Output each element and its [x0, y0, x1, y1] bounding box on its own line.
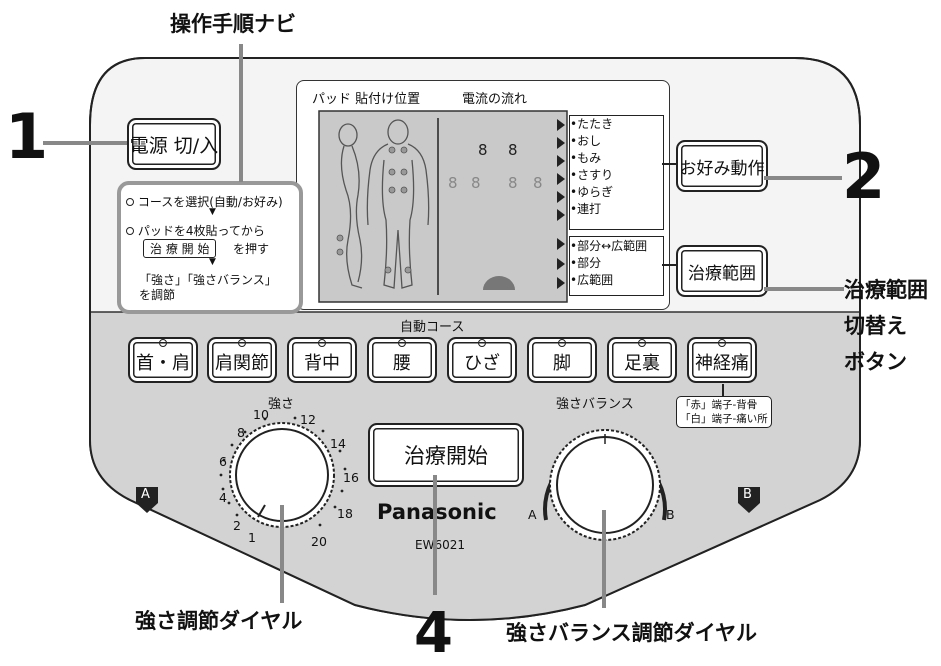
nav-step-3a: 「強さ」「強さバランス」: [139, 273, 277, 287]
intensity-tick: 16: [343, 470, 359, 485]
start-treatment-button[interactable]: 治療開始: [368, 423, 524, 487]
range-item: •部分↔広範囲: [570, 239, 648, 253]
intensity-scale-dots: [219, 416, 347, 527]
svg-text:8: 8: [478, 141, 488, 159]
intensity-tick: 12: [300, 412, 316, 427]
course-button-shoulder-joint[interactable]: 肩関節: [207, 337, 277, 383]
callout-number-1: 1: [5, 100, 49, 173]
svg-text:8: 8: [508, 141, 518, 159]
nav-step-2a: パッドを4枚貼ってから: [126, 222, 265, 239]
svg-text:8: 8: [471, 174, 481, 192]
callout-range-switch: 治療範囲 切替え ボタン: [844, 278, 928, 374]
intensity-tick: 4: [219, 490, 227, 505]
balance-a-label: A: [528, 507, 537, 522]
course-button-neck-shoulder[interactable]: 首・肩: [128, 337, 198, 383]
nav-arrow-icon: ▼: [209, 257, 216, 267]
intensity-label: 強さ: [268, 397, 295, 412]
course-button-waist[interactable]: 腰: [367, 337, 437, 383]
mode-indicators: [557, 119, 565, 289]
callout-number-4: 4: [414, 601, 453, 666]
mode-list: •たたき •おし •もみ •さすり •ゆらぎ •連打: [569, 115, 664, 230]
terminal-b-marker: [738, 487, 760, 513]
panel-header-left: パッド 貼付け位置: [312, 92, 421, 107]
intensity-tick: 6: [219, 454, 227, 469]
callout-nav-title: 操作手順ナビ: [170, 12, 296, 36]
balance-dial[interactable]: [530, 410, 680, 550]
treatment-range-button[interactable]: 治療範囲: [676, 245, 768, 297]
power-button[interactable]: 電源 切/入: [127, 118, 221, 170]
svg-text:8: 8: [448, 174, 458, 192]
intensity-tick: 2: [233, 518, 241, 533]
intensity-tick: 10: [253, 407, 269, 422]
course-button-back[interactable]: 背中: [287, 337, 357, 383]
callout-intensity-dial: 強さ調節ダイヤル: [135, 609, 303, 633]
course-button-knee[interactable]: ひざ: [447, 337, 517, 383]
balance-label: 強さバランス: [556, 397, 634, 412]
body-side-figure: [338, 123, 363, 289]
mode-item: •おし: [570, 134, 602, 148]
neuralgia-note: 「赤」端子-背骨 「白」端子-痛い所: [676, 396, 772, 428]
callout-number-2: 2: [842, 140, 886, 213]
model-number: EW6021: [415, 538, 465, 552]
intensity-tick: 1: [248, 530, 256, 545]
range-list: •部分↔広範囲 •部分 •広範囲: [569, 236, 664, 296]
nav-step-1: コースを選択(自動/お好み): [126, 193, 283, 210]
balance-b-label: B: [666, 507, 675, 522]
intensity-dial[interactable]: [215, 405, 350, 545]
nav-start-label: 治 療 開 始: [143, 239, 217, 258]
mode-item: •さすり: [570, 168, 614, 182]
mode-item: •連打: [570, 202, 602, 216]
intensity-tick: 20: [311, 534, 327, 549]
lcd-display: 8 8 8 8 8 8: [318, 110, 568, 303]
nav-step-2b: を押す: [233, 242, 270, 256]
course-button-neuralgia[interactable]: 神経痛: [687, 337, 757, 383]
svg-text:8: 8: [533, 174, 543, 192]
intensity-tick: 18: [337, 506, 353, 521]
body-back-figure: [366, 119, 430, 289]
mode-item: •たたき: [570, 117, 614, 131]
terminal-a-label: A: [141, 487, 150, 502]
panel-header-right: 電流の流れ: [462, 92, 528, 107]
favorite-mode-button[interactable]: お好み動作: [676, 140, 768, 192]
operation-nav-box: コースを選択(自動/お好み) ▼ パッドを4枚貼ってから 治 療 開 始 を押す…: [117, 181, 303, 314]
terminal-b-label: B: [743, 487, 752, 502]
range-item: •広範囲: [570, 273, 614, 287]
intensity-tick: 8: [237, 425, 245, 440]
terminal-a-marker: [136, 487, 158, 513]
current-flow-symbols: 8 8 8 8 8 8: [448, 141, 543, 192]
intensity-tick: 14: [330, 436, 346, 451]
svg-text:8: 8: [508, 174, 518, 192]
mode-item: •もみ: [570, 151, 602, 165]
callout-balance-dial: 強さバランス調節ダイヤル: [506, 621, 757, 645]
mode-item: •ゆらぎ: [570, 185, 614, 199]
course-button-leg[interactable]: 脚: [527, 337, 597, 383]
nav-step-3b: を調節: [139, 288, 176, 302]
course-button-sole[interactable]: 足裏: [607, 337, 677, 383]
auto-course-label: 自動コース: [400, 320, 465, 335]
range-item: •部分: [570, 256, 602, 270]
nav-arrow-icon: ▼: [209, 207, 216, 217]
